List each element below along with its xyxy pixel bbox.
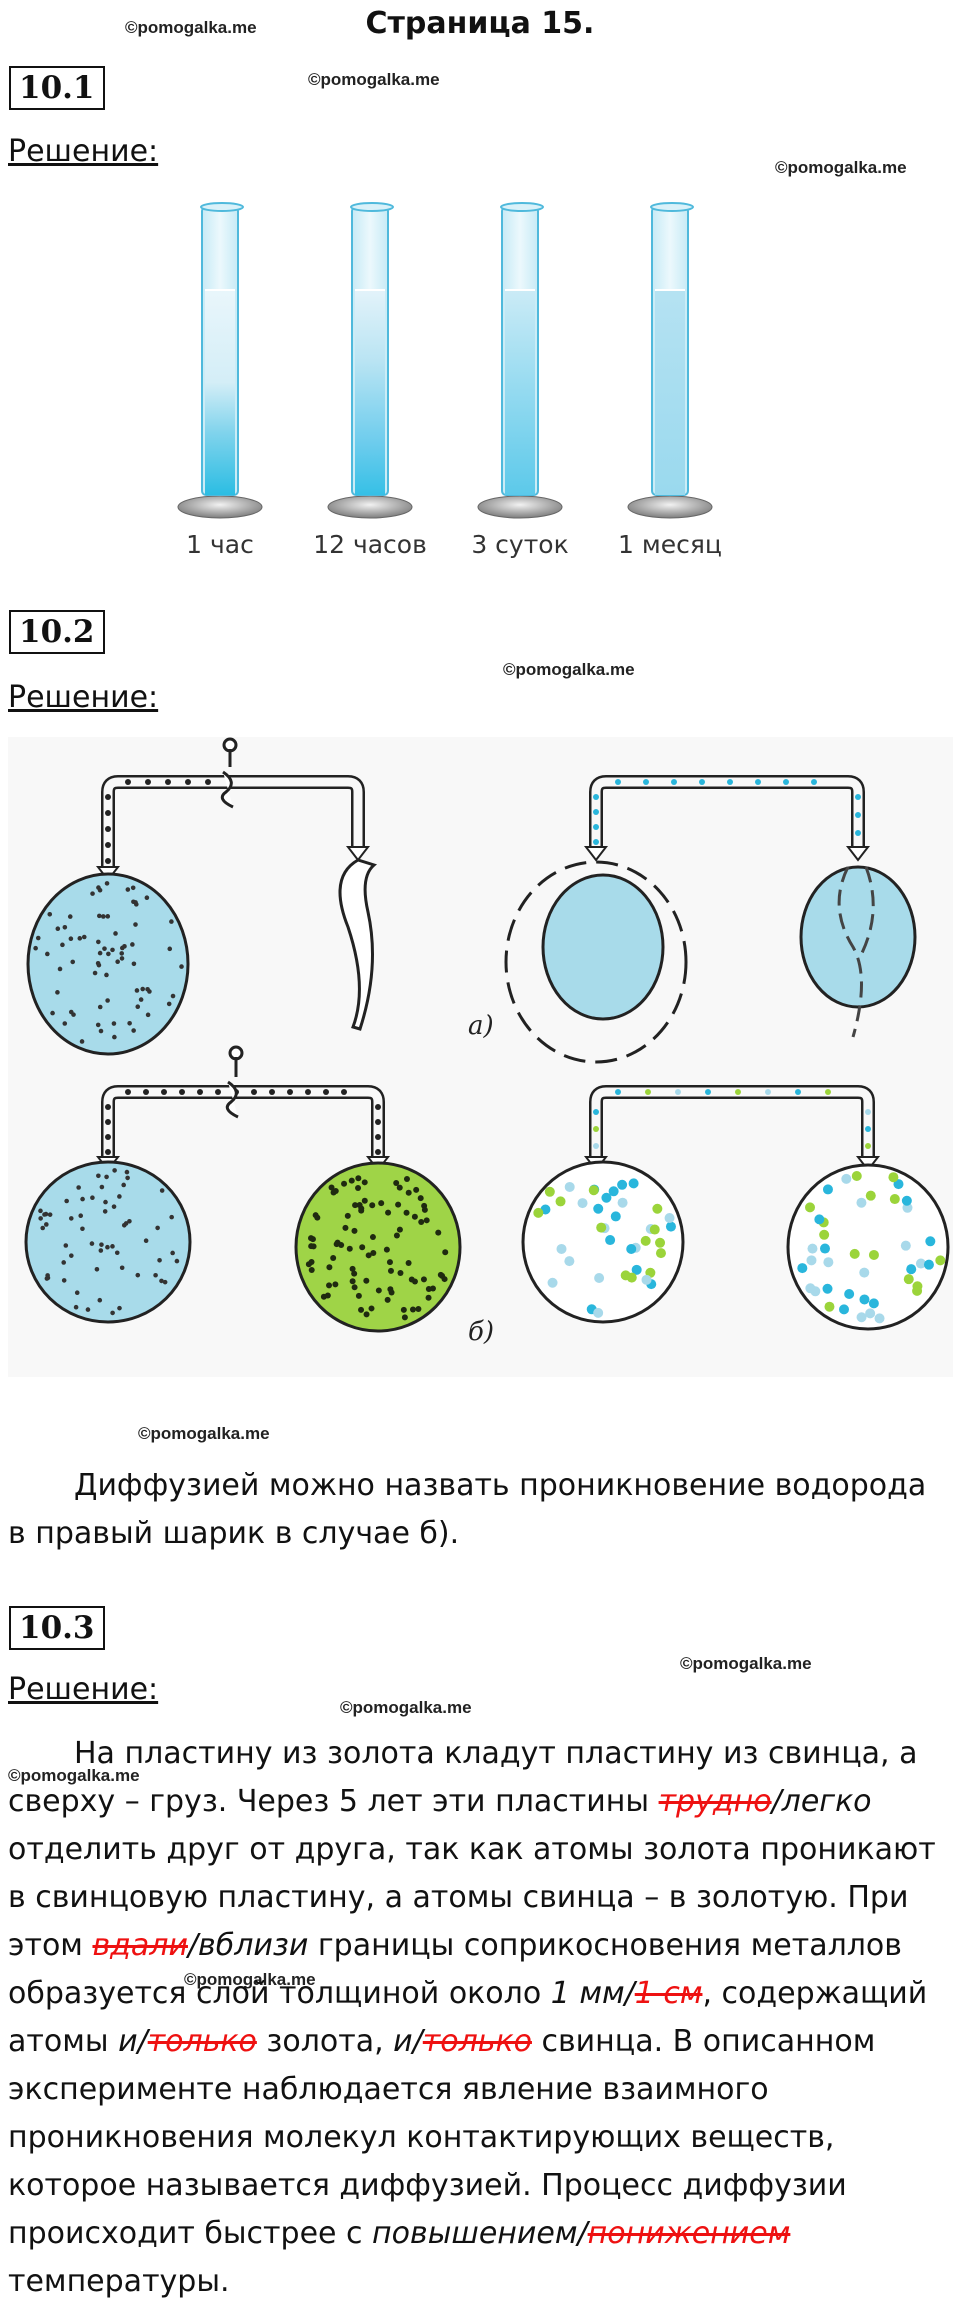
text-part: , содержащий атомы bbox=[8, 1976, 928, 2059]
chosen-word: повышением/ bbox=[372, 2216, 588, 2251]
watermark: ©pomogalka.me bbox=[308, 70, 440, 89]
text-part: На пластину из золота кладут пластину из… bbox=[8, 1736, 918, 1819]
watermark: ©pomogalka.me bbox=[184, 1970, 316, 1989]
text-part: свинца. В описанном эксперименте наблюда… bbox=[8, 2024, 876, 2251]
page-title: Страница 15. bbox=[365, 6, 595, 41]
tube-label: 12 часов bbox=[313, 530, 427, 559]
struck-word: 1 см bbox=[634, 1976, 703, 2011]
struck-word: только bbox=[422, 2024, 532, 2059]
figure-label-b: б) bbox=[468, 1317, 494, 1347]
apparatus-b-left bbox=[24, 1045, 462, 1333]
tube-liquid bbox=[355, 290, 385, 495]
struck-word: трудно bbox=[658, 1784, 772, 1819]
text-part: золота, bbox=[256, 2024, 394, 2059]
balloon-diffusion-figure: а) б) bbox=[8, 737, 953, 1377]
answer-10-3: На пластину из золота кладут пластину из… bbox=[8, 1730, 952, 2306]
watermark: ©pomogalka.me bbox=[775, 158, 907, 177]
struck-word: понижением bbox=[587, 2216, 791, 2251]
chosen-word: /вблизи bbox=[187, 1928, 309, 1963]
figure-label-a: а) bbox=[468, 1011, 494, 1041]
chosen-word: и/ bbox=[393, 2024, 423, 2059]
struck-word: вдали bbox=[92, 1928, 188, 1963]
text-part: отделить друг от друга, так как атомы зо… bbox=[8, 1832, 936, 1963]
answer-10-2: Диффузией можно назвать проникновение во… bbox=[8, 1468, 927, 1551]
watermark: ©pomogalka.me bbox=[125, 18, 257, 37]
chosen-word: /легко bbox=[771, 1784, 872, 1819]
test-tube bbox=[627, 202, 713, 519]
task-number-10-2: 10.2 bbox=[9, 610, 105, 654]
test-tube bbox=[177, 202, 263, 519]
task-number-10-1: 10.1 bbox=[9, 66, 105, 110]
solution-label: Решение: bbox=[8, 134, 159, 169]
task-number-10-3: 10.3 bbox=[9, 1606, 105, 1650]
tube-label: 3 суток bbox=[471, 530, 569, 559]
test-tube bbox=[327, 202, 413, 519]
watermark: ©pomogalka.me bbox=[503, 660, 635, 679]
watermark: ©pomogalka.me bbox=[680, 1654, 812, 1673]
watermark: ©pomogalka.me bbox=[8, 1766, 140, 1785]
solution-label: Решение: bbox=[8, 1672, 159, 1707]
watermark: ©pomogalka.me bbox=[340, 1698, 472, 1717]
apparatus-b-right bbox=[521, 1085, 950, 1331]
watermark: ©pomogalka.me bbox=[138, 1424, 270, 1443]
apparatus-a-right bbox=[504, 775, 917, 1064]
chosen-word: и/ bbox=[118, 2024, 148, 2059]
text-part: температуры. bbox=[8, 2264, 230, 2299]
chosen-word: 1 мм/ bbox=[550, 1976, 635, 2011]
tube-liquid bbox=[655, 290, 685, 495]
struck-word: только bbox=[147, 2024, 257, 2059]
tube-label: 1 час bbox=[186, 530, 254, 559]
test-tube bbox=[477, 202, 563, 519]
solution-label: Решение: bbox=[8, 680, 159, 715]
apparatus-a-left bbox=[26, 737, 378, 1056]
text-part: границы соприкосновения металлов образуе… bbox=[8, 1928, 902, 2011]
test-tubes-figure bbox=[177, 202, 713, 519]
tube-liquid bbox=[205, 290, 235, 495]
tube-label: 1 месяц bbox=[618, 530, 722, 559]
tube-liquid bbox=[505, 290, 535, 495]
